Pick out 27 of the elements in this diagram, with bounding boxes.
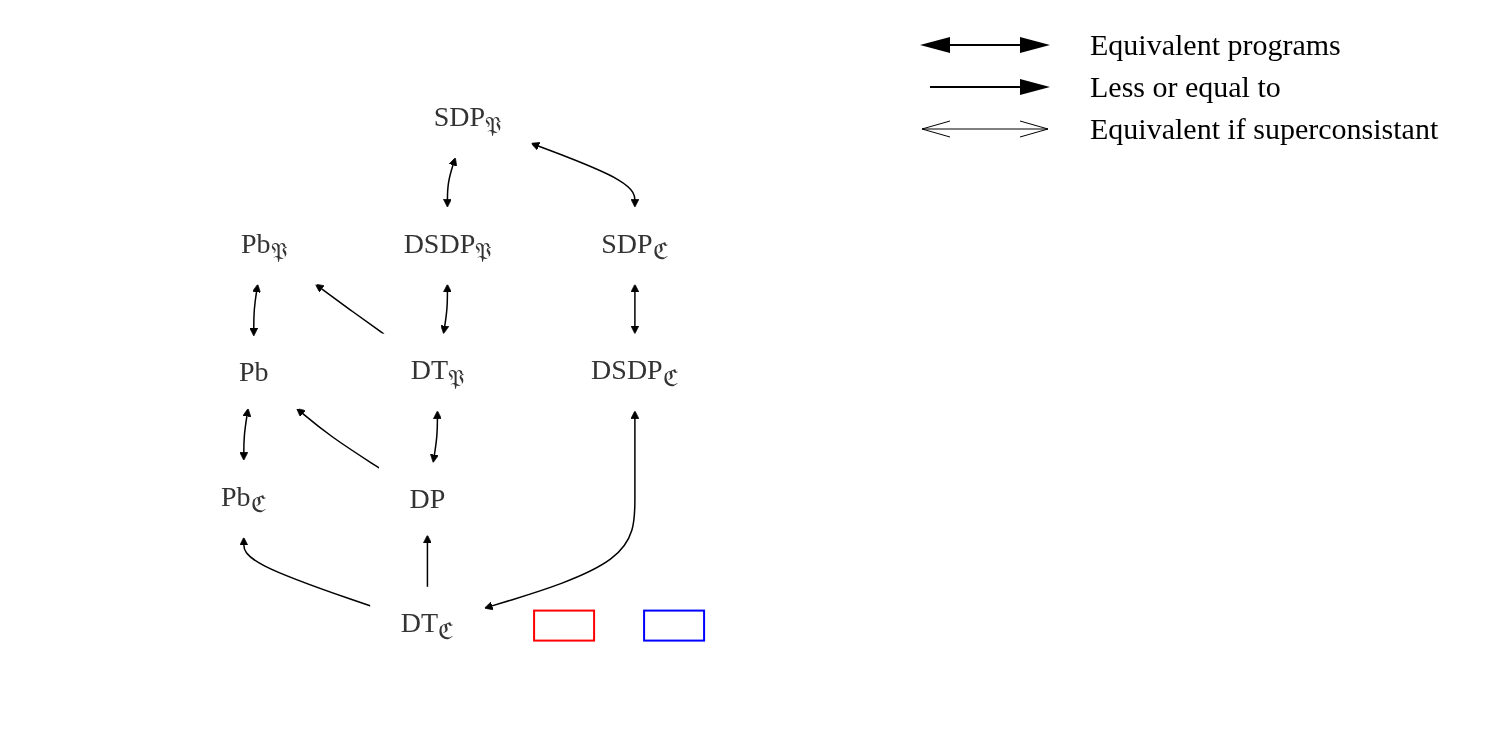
node-text: DT$_{ℭ}$ xyxy=(400,606,455,644)
legend-text: Equivalent if superconsistant xyxy=(1090,112,1439,146)
node-box xyxy=(533,609,596,642)
node-text: SDP$_{ℭ}$ xyxy=(601,227,669,264)
node-text: DSDP$_{ℭ}$ xyxy=(591,353,679,391)
arrow xyxy=(239,536,372,607)
arrow xyxy=(530,141,640,208)
arrow xyxy=(443,156,458,208)
arrow xyxy=(249,283,261,336)
arrow xyxy=(484,409,640,610)
legend-text: Less or equal to xyxy=(1090,70,1281,104)
arrow xyxy=(239,407,252,461)
node-text: DSDP$_{𝔓}$ xyxy=(403,227,492,264)
node-text: Pb$_{𝔓}$ xyxy=(241,227,287,264)
node-text: Pb xyxy=(239,356,269,387)
arrow xyxy=(423,534,432,588)
legend-text: Equivalent programs xyxy=(1090,28,1341,62)
arrow xyxy=(430,409,442,463)
arrow xyxy=(440,283,452,334)
node-box xyxy=(643,609,706,642)
node-text: Pb$_{ℭ}$ xyxy=(221,480,267,517)
arrow xyxy=(296,407,381,469)
node-text: DT$_{𝔓}$ xyxy=(410,353,465,391)
node-text: DP xyxy=(409,482,446,514)
arrow xyxy=(315,283,385,335)
arrow xyxy=(630,283,640,334)
node-text: SDP$_{𝔓}$ xyxy=(433,100,502,138)
